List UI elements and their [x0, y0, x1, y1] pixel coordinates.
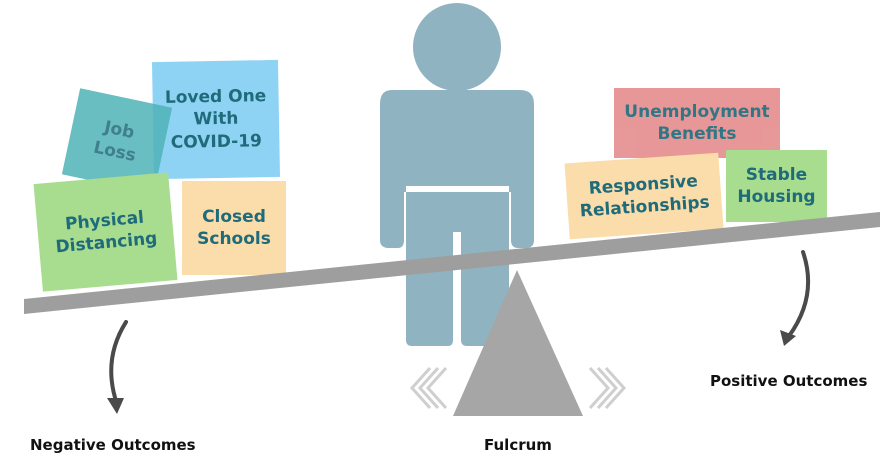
card-stable-housing: Stable Housing [726, 150, 827, 222]
right-chevron-icon [588, 366, 627, 410]
card-unemployment-benefits-text: Unemployment Benefits [624, 101, 770, 144]
seesaw-beam [24, 212, 880, 314]
positive-curved-arrow-icon [780, 250, 811, 346]
fulcrum-label: Fulcrum [484, 436, 552, 454]
negative-curved-arrow-icon [107, 320, 128, 414]
card-stable-housing-text: Stable Housing [737, 164, 816, 207]
positive-outcomes-label: Positive Outcomes [710, 372, 868, 390]
negative-outcomes-label: Negative Outcomes [30, 436, 196, 454]
card-closed-schools: Closed Schools [182, 181, 286, 275]
card-closed-schools-text: Closed Schools [197, 206, 271, 249]
fulcrum-triangle [453, 270, 583, 416]
card-unemployment-benefits: Unemployment Benefits [614, 88, 780, 158]
left-chevron-icon [409, 366, 448, 410]
